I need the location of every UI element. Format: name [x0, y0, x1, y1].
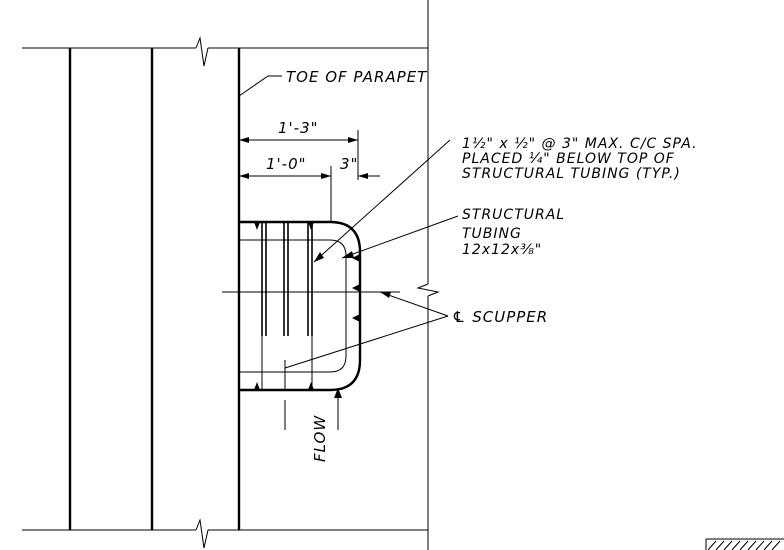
- scupper-centerline-line: [222, 291, 400, 430]
- hatched-corner: [705, 538, 784, 550]
- bar-note-line-2: PLACED ¼" BELOW TOP OF: [462, 151, 675, 167]
- toe-of-parapet-label: TOE OF PARAPET: [286, 68, 428, 86]
- dimension-lines: [239, 130, 380, 222]
- bar-note-line-3: STRUCTURAL TUBING (TYP.): [462, 166, 681, 182]
- leaders: [238, 75, 459, 430]
- dim-outer-label: 3": [340, 155, 358, 173]
- tubing-label-line-3: 12x12x⅜": [462, 242, 542, 258]
- bar-note-line-1: 1½" x ½" @ 3" MAX. C/C SPA.: [462, 136, 698, 152]
- dim-inner-label: 1'-0": [266, 155, 307, 173]
- dim-overall-label: 1'-3": [278, 119, 319, 137]
- deck-lines: [22, 0, 440, 550]
- scupper-centerline-label: ℄ SCUPPER: [452, 308, 548, 326]
- structural-tubing: [239, 220, 362, 392]
- tubing-label-line-1: STRUCTURAL: [462, 207, 565, 223]
- tubing-label-line-2: TUBING: [462, 226, 522, 242]
- flow-label: FLOW: [311, 415, 329, 462]
